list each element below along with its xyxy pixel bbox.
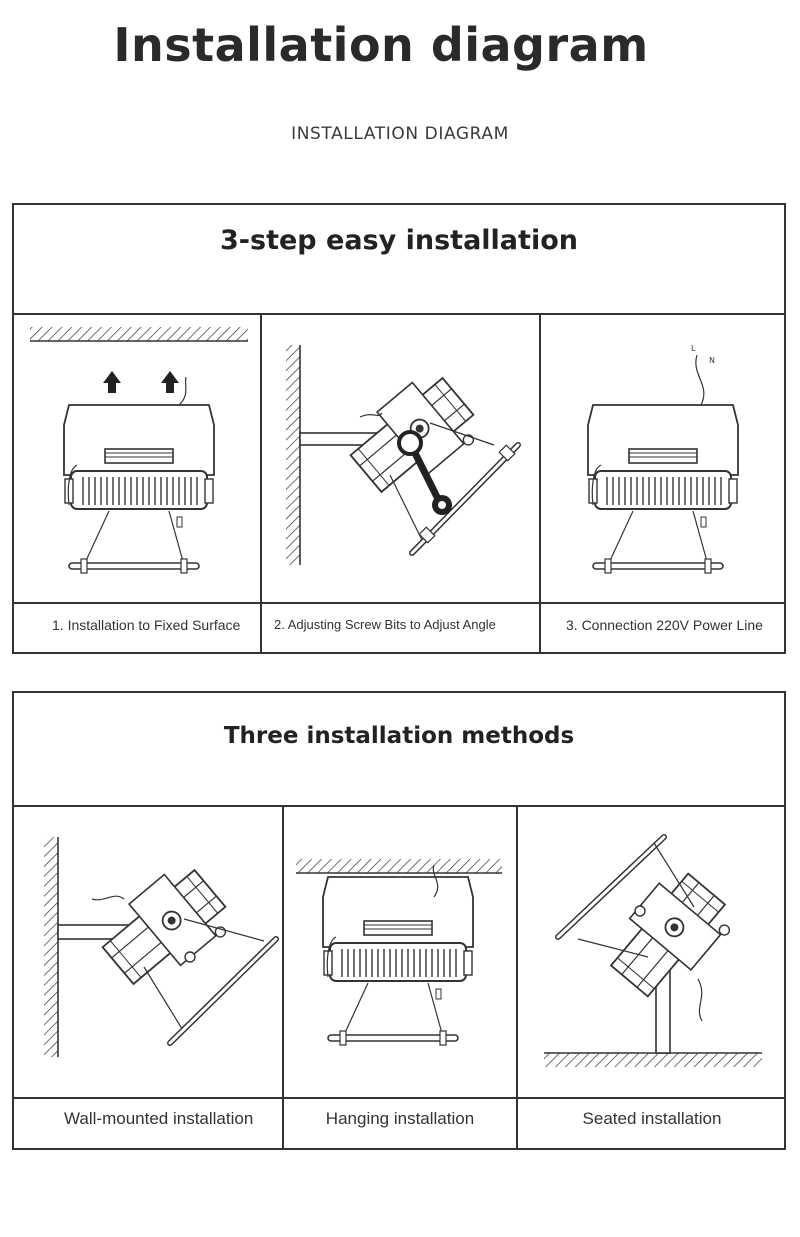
hanging-caption: Hanging installation bbox=[325, 1109, 475, 1128]
step-1-caption: 1. Installation to Fixed Surface bbox=[52, 617, 241, 633]
steps-title: 3-step easy installation bbox=[220, 225, 578, 256]
methods-title: Three installation methods bbox=[223, 723, 575, 749]
wall-hatch bbox=[44, 837, 58, 1057]
step-1-illustration bbox=[14, 315, 260, 602]
steps-panel: 3-step easy installation bbox=[12, 203, 786, 654]
steps-header: 3-step easy installation bbox=[14, 205, 784, 315]
wire-l-mark: L bbox=[691, 344, 696, 353]
wall-hatch bbox=[286, 345, 300, 565]
lamp-front-view bbox=[63, 404, 215, 574]
hanging-illustration bbox=[284, 807, 516, 1097]
power-wire bbox=[695, 354, 705, 406]
ceiling-hatch bbox=[296, 859, 502, 873]
wall-mounted-illustration bbox=[14, 807, 282, 1097]
wall-mounted-caption: Wall-mounted installation bbox=[64, 1109, 254, 1128]
step-3-caption: 3. Connection 220V Power Line bbox=[566, 617, 763, 633]
ceiling-hatch bbox=[30, 327, 248, 341]
page-subtitle: INSTALLATION DIAGRAM bbox=[291, 124, 509, 144]
seated-caption: Seated installation bbox=[582, 1109, 722, 1128]
step-2-illustration bbox=[262, 315, 539, 602]
caption-divider bbox=[14, 1097, 784, 1099]
wrench-icon bbox=[397, 430, 452, 515]
up-arrow-icon bbox=[103, 371, 179, 393]
seated-illustration bbox=[518, 807, 786, 1097]
caption-divider bbox=[14, 602, 784, 604]
column-divider bbox=[539, 313, 541, 652]
step-2-caption: 2. Adjusting Screw Bits to Adjust Angle bbox=[274, 617, 496, 632]
page-title: Installation diagram bbox=[113, 18, 649, 72]
step-3-illustration: L N bbox=[541, 315, 786, 602]
column-divider bbox=[516, 805, 518, 1148]
wire-n-mark: N bbox=[709, 356, 715, 365]
lamp-front-view bbox=[587, 404, 739, 574]
column-divider bbox=[260, 313, 262, 652]
column-divider bbox=[282, 805, 284, 1148]
methods-header: Three installation methods bbox=[14, 693, 784, 807]
lamp-front-view bbox=[322, 876, 474, 1046]
floor-hatch bbox=[544, 1053, 762, 1067]
methods-panel: Three installation methods bbox=[12, 691, 786, 1150]
